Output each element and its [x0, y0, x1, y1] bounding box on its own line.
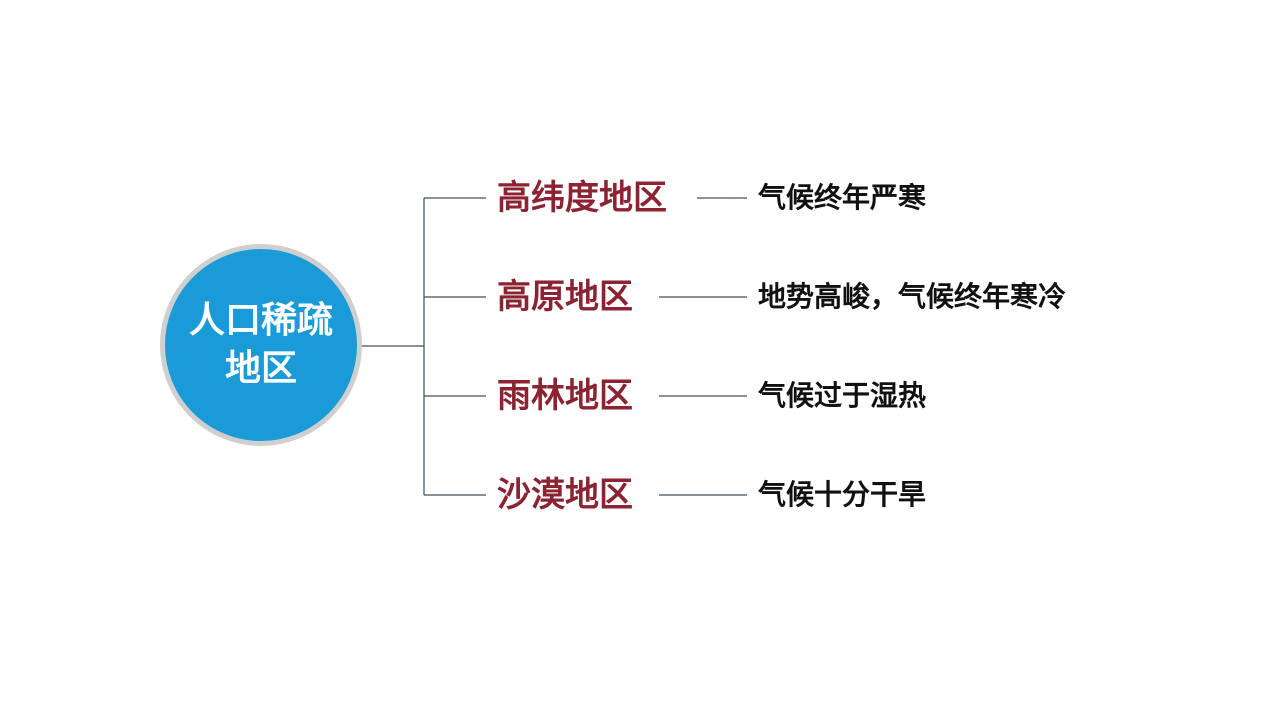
root-node: 人口稀疏 地区 — [160, 244, 362, 446]
root-label-line1: 人口稀疏 — [188, 300, 333, 341]
desc-rainforest: 气候过于湿热 — [758, 379, 927, 412]
desc-plateau: 地势高峻，气候终年寒冷 — [758, 280, 1067, 313]
root-label-line2: 地区 — [224, 348, 297, 389]
branch-label-high-latitude: 高纬度地区 — [497, 178, 667, 218]
desc-high-latitude: 气候终年严寒 — [758, 181, 927, 214]
desc-desert: 气候十分干旱 — [758, 478, 927, 511]
branch-label-plateau: 高原地区 — [497, 277, 633, 317]
branch-label-desert: 沙漠地区 — [497, 475, 633, 515]
branch-label-rainforest: 雨林地区 — [497, 376, 633, 416]
